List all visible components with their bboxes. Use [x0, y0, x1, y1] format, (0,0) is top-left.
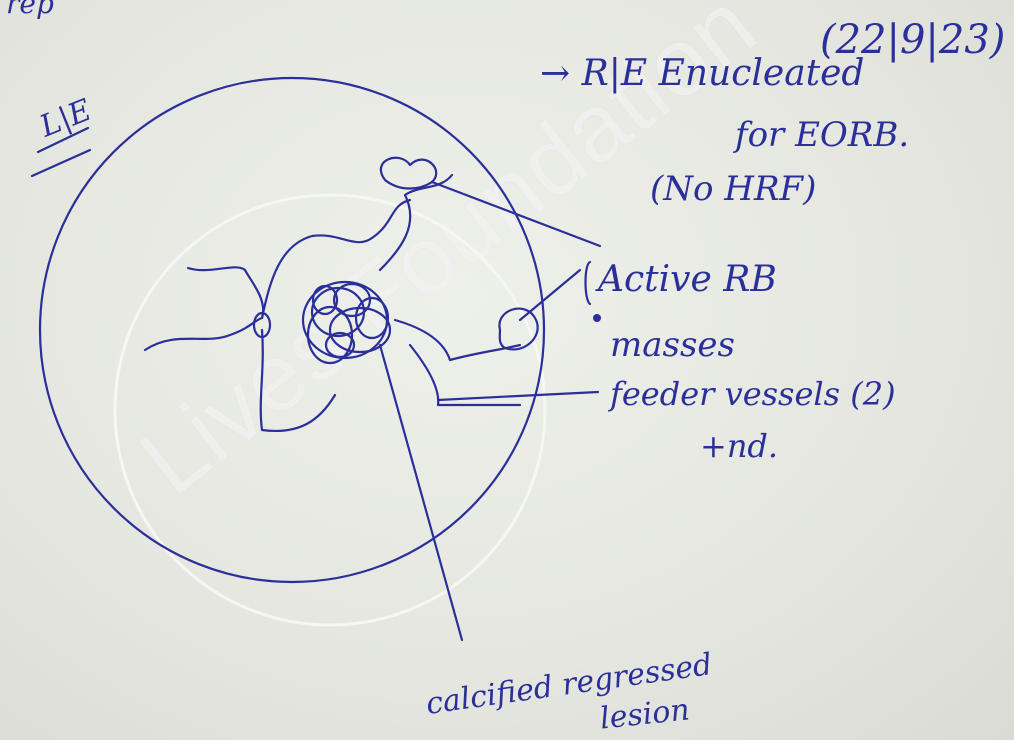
vessel-left-arch	[145, 267, 263, 350]
procedure-line-3: (No HRF)	[650, 172, 816, 206]
vessel-lower	[261, 330, 335, 431]
finding-active-rb: Active RB	[598, 262, 777, 298]
vessel-right	[395, 320, 520, 360]
procedure-line-2: for EORB.	[735, 118, 909, 152]
paper-fold-circle	[115, 195, 545, 625]
finding-feeder-vessels: feeder vessels (2)	[610, 378, 896, 410]
tumor-mass-superior	[381, 158, 436, 189]
tumor-mass-temporal	[499, 309, 537, 350]
top-fragment-text: rep	[6, 0, 54, 18]
leader-calcified	[380, 345, 462, 640]
leader-active-rb-right	[520, 270, 580, 320]
calcified-lesion	[303, 282, 390, 363]
finding-nd: +nd.	[700, 430, 778, 462]
procedure-line-1: → R|E Enucleated	[540, 56, 864, 92]
finding-bullet	[593, 314, 601, 322]
leader-feeder	[438, 392, 598, 400]
fundus-outline	[40, 78, 544, 582]
vessel-superior-branch	[380, 175, 452, 270]
finding-bracket	[586, 262, 591, 304]
finding-masses: masses	[610, 328, 735, 362]
